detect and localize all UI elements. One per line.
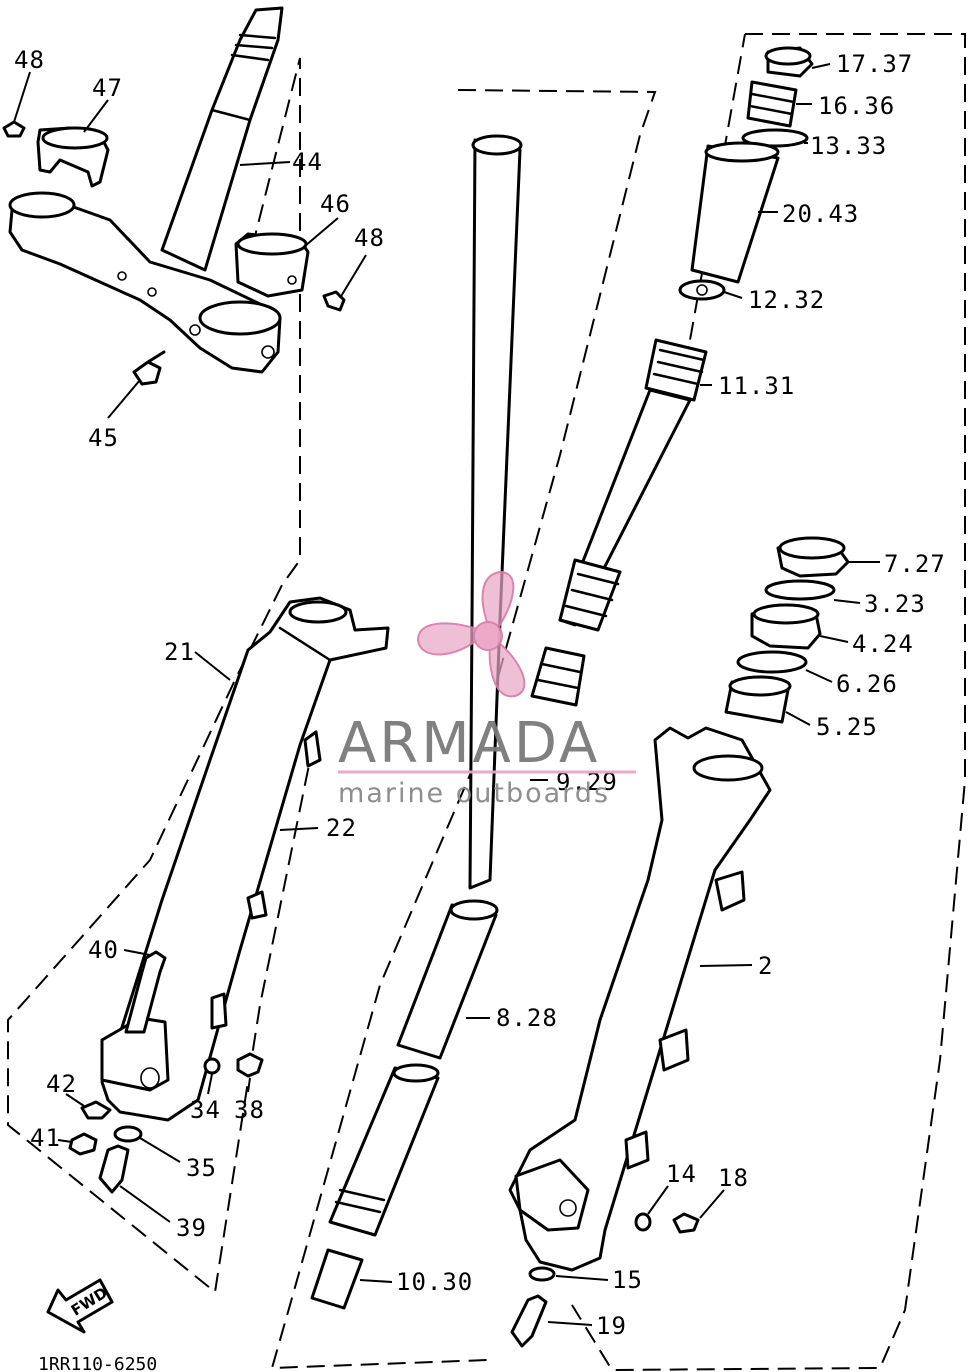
callout-8-28: 8.28 xyxy=(496,1004,558,1032)
oil-lock-piece xyxy=(530,646,586,707)
spacer-20 xyxy=(690,141,780,284)
callout-7-27: 7.27 xyxy=(884,550,946,578)
slide-metal-8 xyxy=(396,899,499,1060)
callout-3-23: 3.23 xyxy=(864,590,926,618)
screw-38 xyxy=(236,1052,264,1078)
leader-lines xyxy=(13,63,880,1326)
callout-14: 14 xyxy=(666,1160,697,1188)
callout-15: 15 xyxy=(612,1266,643,1294)
callout-18: 18 xyxy=(718,1164,749,1192)
callout-2: 2 xyxy=(758,952,773,980)
nut-42 xyxy=(80,1100,112,1120)
callout-40: 40 xyxy=(88,936,119,964)
screw-18 xyxy=(672,1212,700,1234)
callout-20-43: 20.43 xyxy=(782,200,859,228)
right-fork-group-boundary xyxy=(571,33,966,1372)
callout-21: 21 xyxy=(164,638,195,666)
callout-labels: 48 47 44 46 48 45 21 22 40 42 34 38 41 3… xyxy=(14,46,946,1340)
nut-41 xyxy=(68,1132,98,1156)
retaining-clip-3 xyxy=(764,579,836,601)
bolt-45 xyxy=(132,350,166,386)
spacer-10 xyxy=(310,1248,364,1310)
callout-48a: 48 xyxy=(14,46,45,74)
callout-6-26: 6.26 xyxy=(836,670,898,698)
seal-housing xyxy=(328,1063,440,1237)
callout-13-33: 13.33 xyxy=(810,132,887,160)
washer-15 xyxy=(528,1266,556,1282)
diagram-code: 1RR110-6250 xyxy=(38,1354,157,1372)
left-fork-group-boundary xyxy=(7,57,311,1294)
watermark-brand: ARMADA xyxy=(338,711,600,776)
bolt-39 xyxy=(98,1144,130,1194)
callout-35: 35 xyxy=(186,1154,217,1182)
callout-19: 19 xyxy=(596,1312,627,1340)
washer-34 xyxy=(203,1057,221,1075)
watermark-tagline: marine outboards xyxy=(338,778,610,809)
callout-38: 38 xyxy=(234,1096,265,1124)
dust-seal-7 xyxy=(776,536,850,578)
steering-bushing xyxy=(234,232,310,298)
callout-12-32: 12.32 xyxy=(748,286,825,314)
o-ring-13 xyxy=(741,128,809,148)
callout-46: 46 xyxy=(320,190,351,218)
callout-10-30: 10.30 xyxy=(396,1268,473,1296)
spring-seat-16 xyxy=(746,80,798,128)
callout-34: 34 xyxy=(190,1096,221,1124)
pinch-screw-48 xyxy=(322,290,346,312)
washer-6 xyxy=(736,650,808,674)
inner-tube xyxy=(468,134,523,890)
damper-rod-spring xyxy=(558,338,708,632)
callout-39: 39 xyxy=(176,1214,207,1242)
callout-4-24: 4.24 xyxy=(852,630,914,658)
forward-direction-arrow: FWD xyxy=(46,1278,114,1334)
callout-22: 22 xyxy=(326,814,357,842)
callout-45: 45 xyxy=(88,424,119,452)
callout-47: 47 xyxy=(92,74,123,102)
callout-44: 44 xyxy=(292,148,323,176)
steering-stem-assembly xyxy=(2,6,284,374)
callout-16-36: 16.36 xyxy=(818,92,895,120)
right-outer-tube xyxy=(508,726,772,1272)
bolt-19 xyxy=(510,1294,548,1348)
oil-seal-4 xyxy=(750,603,822,650)
callout-42: 42 xyxy=(46,1070,77,1098)
slide-bushing-5 xyxy=(724,675,792,724)
left-outer-tube xyxy=(100,596,390,1122)
propeller-logo-icon xyxy=(416,570,526,698)
washer-14 xyxy=(634,1212,652,1232)
callout-5-25: 5.25 xyxy=(816,713,878,741)
armada-watermark: ARMADA marine outboards xyxy=(338,570,636,809)
callout-11-31: 11.31 xyxy=(718,372,795,400)
washer-12 xyxy=(678,279,726,301)
callout-17-37: 17.37 xyxy=(836,50,913,78)
cap-bolt-17 xyxy=(764,46,814,78)
callout-48b: 48 xyxy=(354,224,385,252)
cap-bolt-40 xyxy=(124,950,167,1034)
washer-35 xyxy=(113,1125,143,1143)
callout-41: 41 xyxy=(30,1124,61,1152)
